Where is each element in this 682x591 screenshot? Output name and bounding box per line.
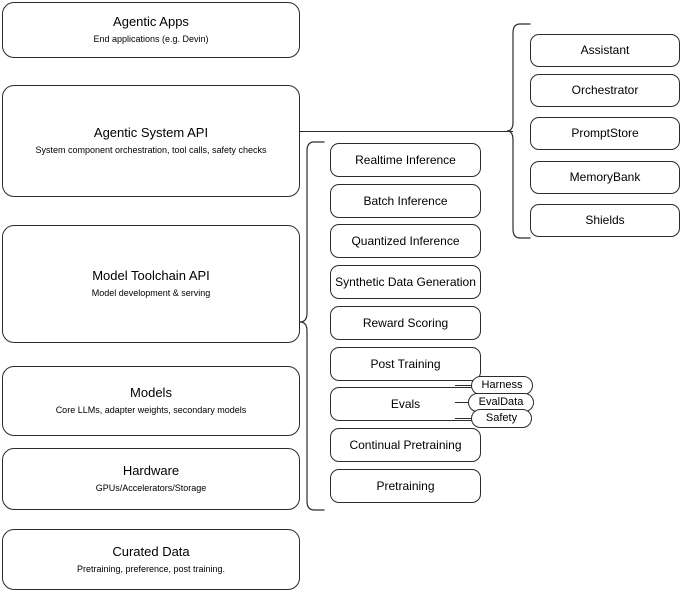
toolchain-item-batch-inference[interactable]: Batch Inference <box>330 184 481 218</box>
toolchain-item-label: Pretraining <box>376 478 435 493</box>
eval-pill-harness[interactable]: Harness <box>471 376 533 395</box>
toolchain-item-label: Realtime Inference <box>355 152 456 167</box>
layer-agentic-apps[interactable]: Agentic Apps End applications (e.g. Devi… <box>2 2 300 58</box>
eval-pill-label: EvalData <box>478 396 524 408</box>
eval-pill-safety[interactable]: Safety <box>471 409 532 428</box>
toolchain-item-label: Batch Inference <box>363 193 448 208</box>
toolchain-item-pretraining[interactable]: Pretraining <box>330 469 481 503</box>
layer-subtitle: End applications (e.g. Devin) <box>93 34 209 44</box>
toolchain-item-label: Post Training <box>370 356 441 371</box>
toolchain-item-label: Quantized Inference <box>351 233 460 248</box>
layer-models[interactable]: Models Core LLMs, adapter weights, secon… <box>2 366 300 436</box>
toolchain-item-label: Continual Pretraining <box>349 437 462 452</box>
layer-subtitle: Model development & serving <box>91 288 211 298</box>
layer-title: Agentic System API <box>93 125 209 140</box>
layer-subtitle: System component orchestration, tool cal… <box>35 145 267 155</box>
eval-pill-evaldata[interactable]: EvalData <box>468 393 534 412</box>
layer-title: Curated Data <box>112 543 190 559</box>
toolchain-item-label: Synthetic Data Generation <box>335 274 476 289</box>
system-item-assistant[interactable]: Assistant <box>530 34 680 67</box>
toolchain-item-evals[interactable]: Evals <box>330 387 481 421</box>
toolchain-item-continual-pretraining[interactable]: Continual Pretraining <box>330 428 481 462</box>
system-item-promptstore[interactable]: PromptStore <box>530 117 680 150</box>
system-item-label: PromptStore <box>571 126 639 140</box>
toolchain-item-quantized-inference[interactable]: Quantized Inference <box>330 224 481 258</box>
system-item-label: MemoryBank <box>569 170 641 184</box>
toolchain-item-synthetic-data-generation[interactable]: Synthetic Data Generation <box>330 265 481 299</box>
layer-title: Agentic Apps <box>113 14 189 29</box>
toolchain-item-reward-scoring[interactable]: Reward Scoring <box>330 306 481 340</box>
system-item-label: Orchestrator <box>571 83 639 97</box>
toolchain-item-post-training[interactable]: Post Training <box>330 347 481 381</box>
middle-brace <box>299 138 325 516</box>
connector-evals-safety <box>455 418 477 419</box>
layer-subtitle: Core LLMs, adapter weights, secondary mo… <box>55 405 247 415</box>
system-item-label: Shields <box>585 213 625 227</box>
right-brace <box>506 20 532 246</box>
toolchain-item-label: Evals <box>390 396 421 411</box>
layer-title: Models <box>130 385 172 400</box>
layer-hardware[interactable]: Hardware GPUs/Accelerators/Storage <box>2 448 300 510</box>
system-item-memorybank[interactable]: MemoryBank <box>530 161 680 194</box>
layer-title: Hardware <box>122 463 180 478</box>
system-item-label: Assistant <box>580 43 630 57</box>
layer-subtitle: Pretraining, preference, post training. <box>76 563 226 574</box>
eval-pill-label: Harness <box>481 379 523 391</box>
system-item-orchestrator[interactable]: Orchestrator <box>530 74 680 107</box>
toolchain-item-label: Reward Scoring <box>362 315 449 330</box>
layer-title: Model Toolchain API <box>92 268 210 283</box>
toolchain-item-realtime-inference[interactable]: Realtime Inference <box>330 143 481 177</box>
connector-evals-harness <box>455 385 477 386</box>
connector-evals-evaldata <box>455 402 477 403</box>
connector-system-api-to-right-brace <box>300 131 513 132</box>
eval-pill-label: Safety <box>485 412 518 424</box>
layer-subtitle: GPUs/Accelerators/Storage <box>95 483 207 493</box>
layer-agentic-system-api[interactable]: Agentic System API System component orch… <box>2 85 300 197</box>
system-item-shields[interactable]: Shields <box>530 204 680 237</box>
layer-model-toolchain-api[interactable]: Model Toolchain API Model development & … <box>2 225 300 343</box>
layer-curated-data[interactable]: Curated Data Pretraining, preference, po… <box>2 529 300 590</box>
